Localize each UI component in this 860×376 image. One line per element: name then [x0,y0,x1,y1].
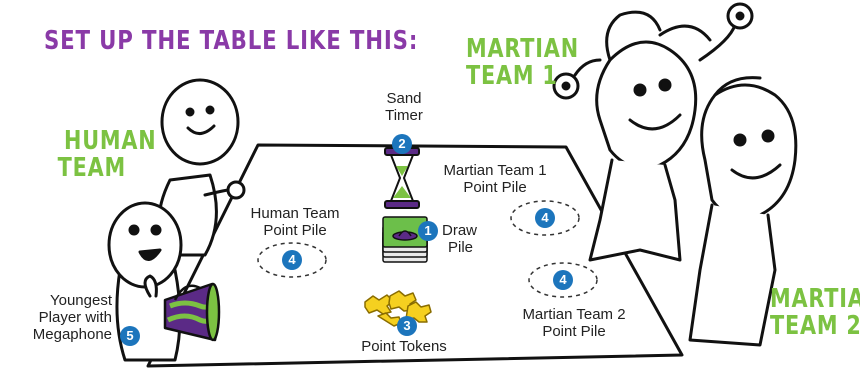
martian1-pile-line-2: Point Pile [463,179,527,196]
martian2-pile-line-2: Point Pile [542,323,606,340]
martian2-pile-label: Martian Team 2 Point Pile [505,306,643,340]
point-tokens-label: Point Tokens [361,338,447,355]
youngest-line-1: Youngest [49,292,112,309]
human-point-pile-area [257,242,327,278]
martian1-point-pile-area [510,200,580,236]
martian-team-2-line-2: TEAM 2 [770,311,860,342]
martian-team-1-label: MARTIAN TEAM 1 [466,34,579,92]
youngest-line-3: Megaphone [32,326,112,343]
sand-timer-line-2: Timer [385,107,423,124]
draw-pile-label: Draw Pile [442,222,486,256]
badge-sand-timer: 2 [392,134,412,154]
human-pile-line-2: Point Pile [263,222,327,239]
sand-timer-label: Sand Timer [376,90,432,124]
martian-team-1-line-1: MARTIAN [466,34,579,64]
draw-pile-line-1: Draw [442,222,478,239]
draw-pile [382,216,428,263]
sand-timer-line-1: Sand [386,90,422,107]
youngest-line-2: Player with [38,309,112,326]
badge-martian1-pile: 4 [535,208,555,228]
martian2-pile-line-1: Martian Team 2 [522,306,626,323]
megaphone [163,282,221,342]
martian2-point-pile-area [528,262,598,298]
human-team-line-2: TEAM [57,153,126,184]
human-pile-label: Human Team Point Pile [240,205,350,239]
martian-team-2-line-1: MARTIAN [770,284,860,314]
martian-team-1-line-2: TEAM 1 [466,61,558,92]
youngest-player-label: Youngest Player with Megaphone [14,292,112,343]
badge-human-pile: 4 [282,250,302,270]
sand-timer [384,147,420,209]
badge-megaphone: 5 [120,326,140,346]
martian-team-2-label: MARTIAN TEAM 2 [770,284,860,342]
page-title: SET UP THE TABLE LIKE THIS: [44,26,419,56]
human-team-line-1: HUMAN [64,126,157,156]
draw-pile-line-2: Pile [448,239,474,256]
human-pile-line-1: Human Team [250,205,340,222]
martian1-pile-label: Martian Team 1 Point Pile [430,162,560,196]
human-team-label: HUMAN TEAM [58,126,157,183]
badge-point-tokens: 3 [397,316,417,336]
martian-team-2 [688,76,798,347]
martian1-pile-line-1: Martian Team 1 [443,162,547,179]
martian-team-1 [552,2,754,262]
badge-martian2-pile: 4 [553,270,573,290]
badge-draw-pile: 1 [418,221,438,241]
